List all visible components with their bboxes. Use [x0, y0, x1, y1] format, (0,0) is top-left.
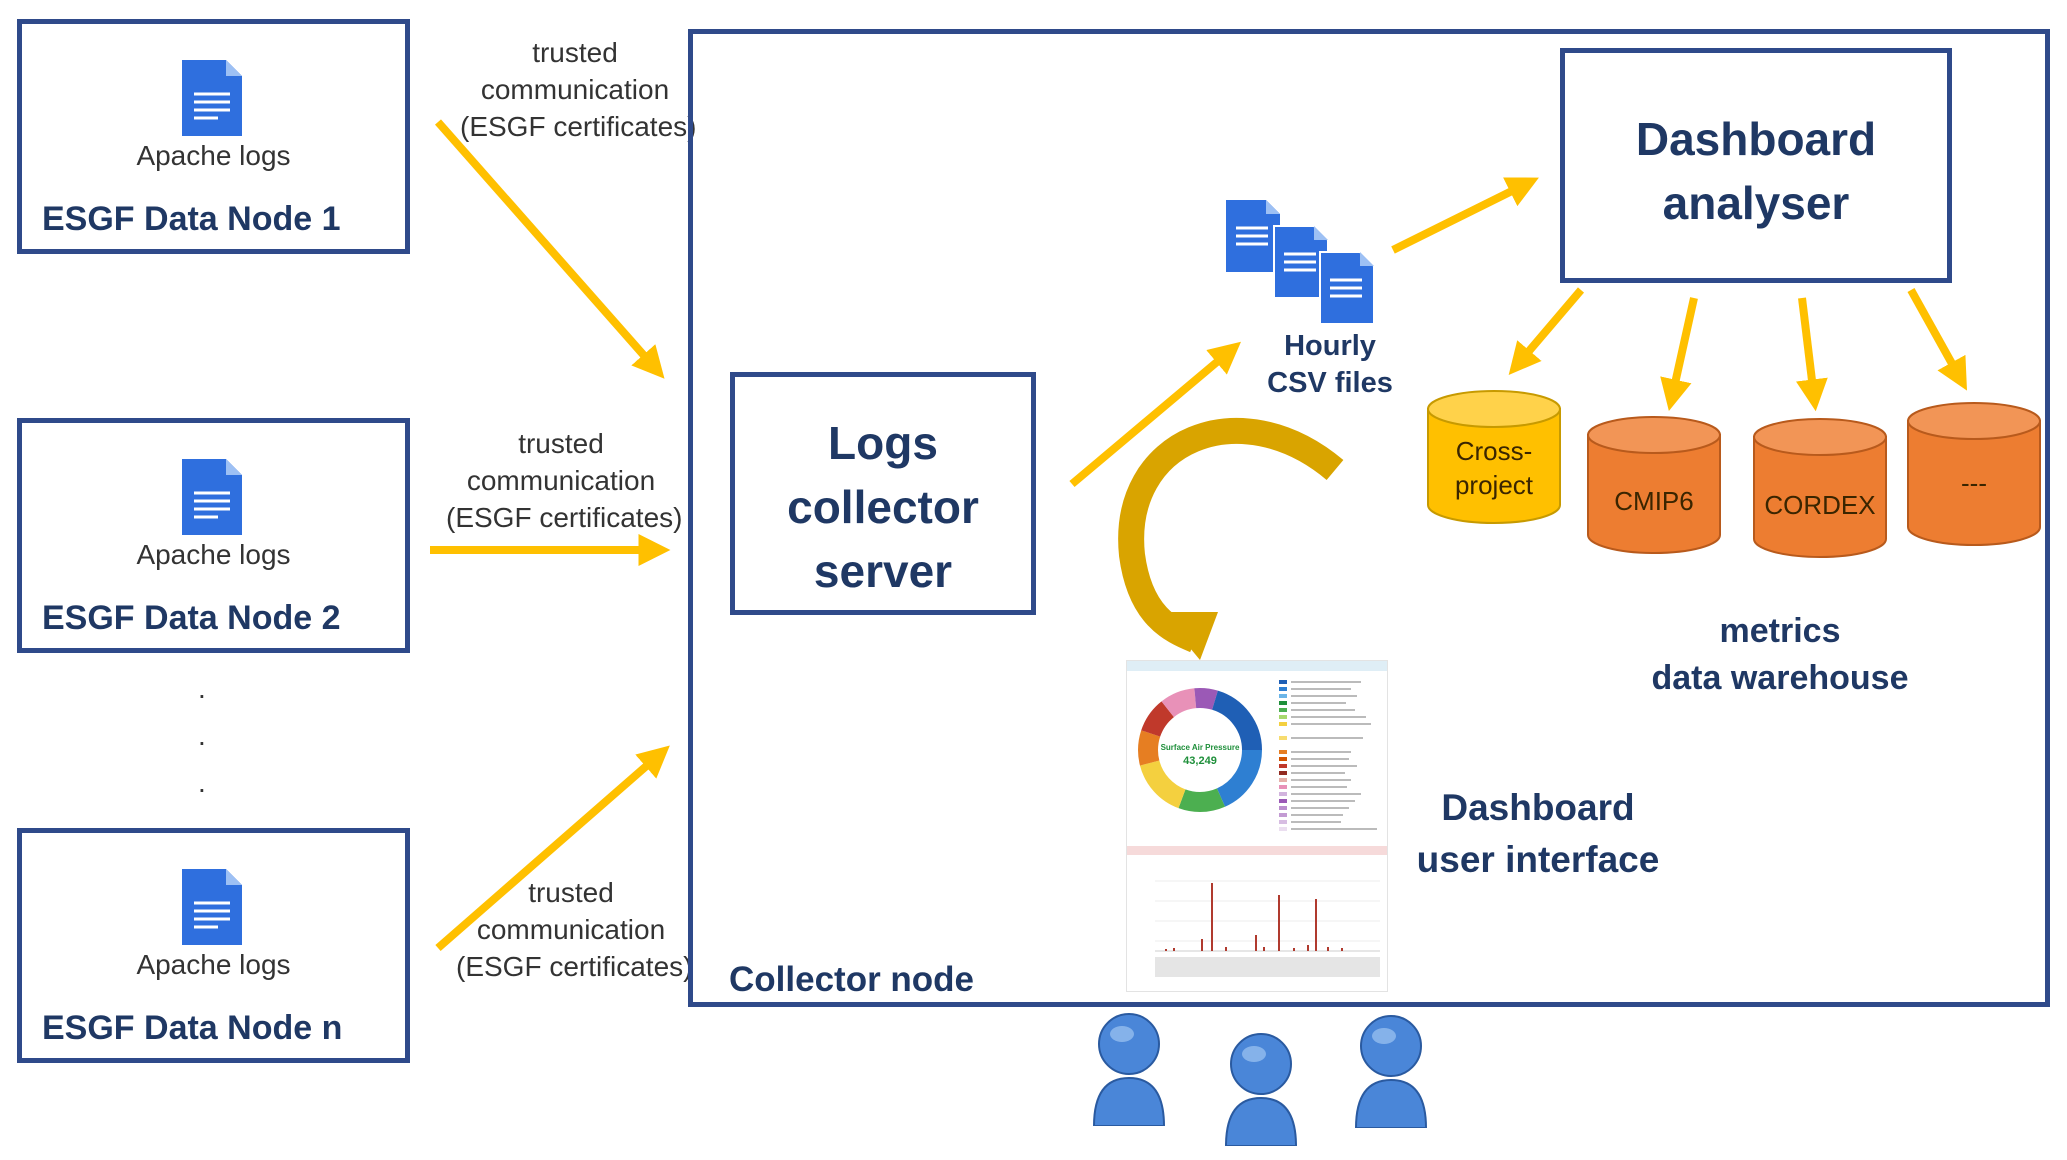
arrow-analyser-to-other — [1907, 288, 1968, 391]
preview-legend — [1279, 680, 1377, 831]
preview-header-bar-2 — [1127, 846, 1387, 855]
user-icon — [1354, 1015, 1428, 1128]
warehouse-cylinders — [1427, 390, 2041, 558]
arrow-analyser-to-cross — [1508, 287, 1585, 375]
doc-label: Apache logs — [136, 949, 291, 980]
dashboard-ui-label: Dashboard user interface — [1416, 787, 1660, 880]
data-node-1: Apache logs ESGF Data Node 1 — [17, 19, 410, 254]
cylinder-cmip6 — [1587, 416, 1721, 554]
doc-label: Apache logs — [136, 140, 291, 171]
csv-files-icon — [1226, 200, 1375, 325]
collector-node-frame: Collector node — [688, 29, 2050, 1007]
node-title: ESGF Data Node 2 — [42, 599, 341, 637]
warehouse-label: metrics data warehouse — [1651, 612, 1909, 697]
node-title: ESGF Data Node 1 — [42, 200, 341, 238]
preview-header-bar — [1127, 661, 1387, 671]
preview-donut-chart — [1138, 688, 1262, 812]
arrow-analyser-to-cmip6 — [1660, 297, 1698, 412]
cylinder-label-cross-project: Cross- project — [1454, 436, 1534, 500]
cylinder-label-other: --- — [1961, 468, 1987, 498]
doc-label: Apache logs — [136, 539, 291, 570]
curved-arrow-to-dashboard — [1118, 417, 1344, 653]
trusted-label-1: trusted communication (ESGF certificates… — [460, 37, 697, 142]
document-icon — [182, 869, 242, 945]
arrow-analyser-to-cordex — [1795, 297, 1828, 412]
data-node-2: Apache logs ESGF Data Node 2 — [17, 418, 410, 653]
cylinder-label-cmip6: CMIP6 — [1614, 486, 1694, 516]
collector-node-label: Collector node — [729, 960, 975, 999]
preview-bar-chart — [1155, 880, 1380, 977]
dashboard-analyser: Dashboard analyser — [1560, 48, 1952, 283]
arrow-node1-to-collector — [435, 119, 665, 379]
dashboard-ui-preview: Surface Air Pressure 43,249 — [1126, 660, 1388, 992]
trusted-label-2: trusted communication (ESGF certificates… — [446, 428, 683, 533]
donut-center-value: 43,249 — [1183, 755, 1217, 767]
ellipsis: . . . — [198, 673, 206, 798]
node-title: ESGF Data Node n — [42, 1009, 343, 1047]
data-node-n: Apache logs ESGF Data Node n — [17, 828, 410, 1063]
donut-center-title: Surface Air Pressure — [1160, 743, 1240, 752]
csv-files-label: Hourly CSV files — [1267, 330, 1393, 399]
cylinder-cordex — [1753, 418, 1887, 558]
logs-collector-label: Logs collector server — [787, 417, 979, 597]
user-icon — [1092, 1013, 1166, 1126]
arrow-logs-to-csv — [1069, 341, 1242, 488]
document-icon — [182, 60, 242, 136]
document-icon — [182, 459, 242, 535]
cylinder-label-cordex: CORDEX — [1764, 490, 1876, 520]
dashboard-analyser-label: Dashboard analyser — [1635, 113, 1877, 229]
cylinder-cross-project — [1427, 390, 1561, 524]
arrow-csv-to-analyser — [1391, 177, 1539, 254]
logs-collector-server: Logs collector server — [730, 372, 1036, 615]
arrow-noden-to-collector — [435, 745, 670, 952]
cylinder-other — [1907, 402, 2041, 546]
user-icon — [1224, 1033, 1298, 1146]
trusted-label-3: trusted communication (ESGF certificates… — [456, 877, 693, 982]
